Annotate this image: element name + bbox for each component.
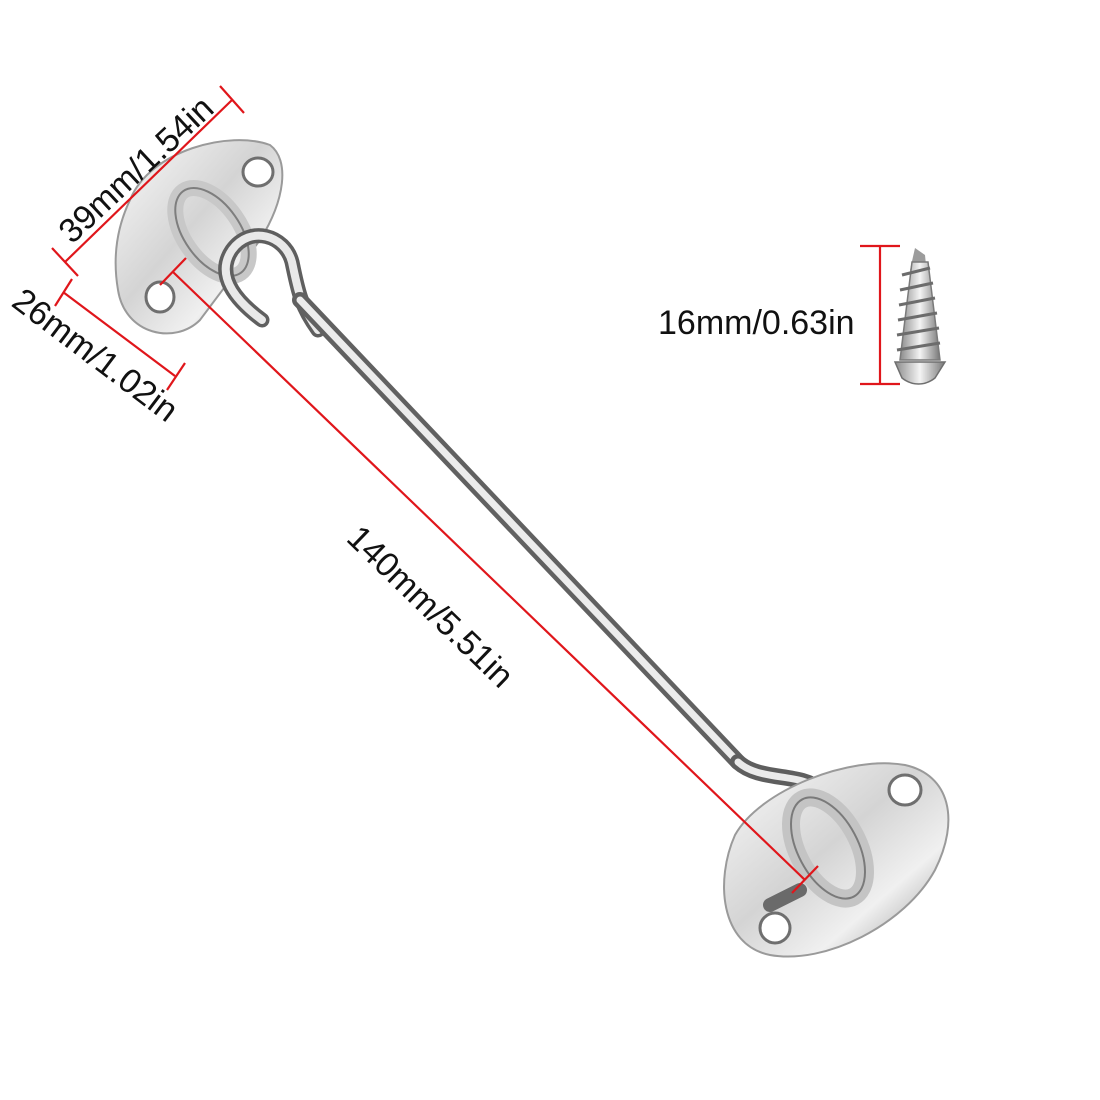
dimension-plate-height-line bbox=[54, 278, 186, 391]
dimension-hook-length-label: 140mm/5.51in bbox=[339, 518, 520, 695]
screw bbox=[893, 248, 947, 385]
plate-screw-hole bbox=[241, 156, 275, 188]
plate-screw-hole bbox=[887, 773, 923, 807]
dimension-plate-width-line bbox=[51, 85, 245, 277]
bottom-mounting-plate bbox=[723, 762, 950, 958]
top-mounting-plate bbox=[114, 139, 284, 335]
dimension-hook-length-line bbox=[159, 257, 819, 894]
dimension-screw-length-line bbox=[860, 244, 900, 386]
plate-screw-hole bbox=[758, 911, 792, 945]
plate-screw-hole bbox=[144, 280, 176, 314]
dimension-screw-length-label: 16mm/0.63in bbox=[658, 304, 855, 342]
